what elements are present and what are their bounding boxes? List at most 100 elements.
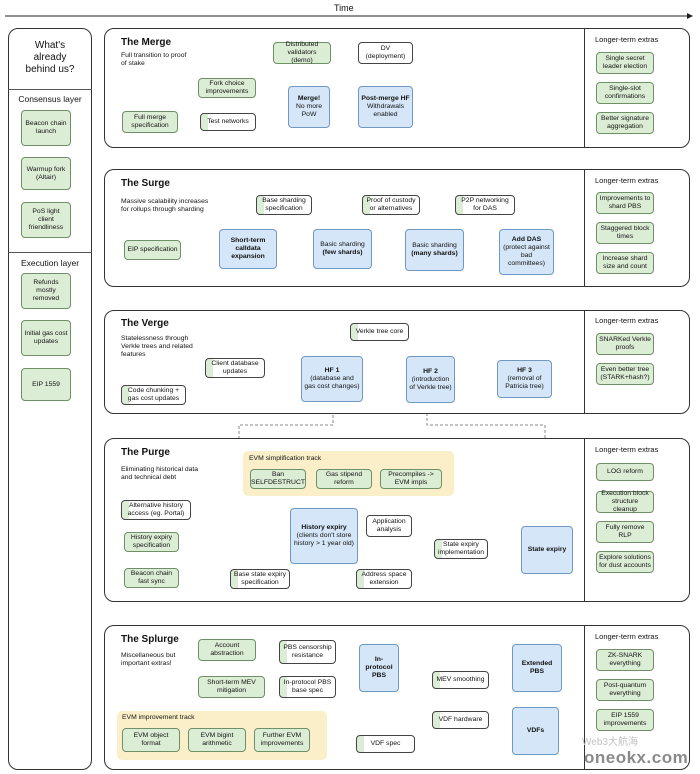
node-distributed-validators: Distributed validators (demo) — [273, 41, 331, 64]
node-beacon-fast-sync: Beacon chain fast sync — [124, 568, 179, 588]
node-basic-sharding-many: Basic sharding (many shards) — [405, 229, 464, 271]
node-application-analysis: Application analysis — [366, 515, 412, 537]
purge-extras-title: Longer-term extras — [595, 445, 659, 454]
merge-desc: Full transition to proof of stake — [121, 52, 187, 67]
node-eip-specification: EIP specification — [124, 240, 181, 260]
sidebar-divider — [8, 252, 92, 253]
node-add-das-title: Add DAS — [511, 236, 542, 243]
surge-extras-title: Longer-term extras — [595, 176, 659, 185]
purge-extras-divider — [584, 438, 585, 602]
node-history-expiry-title: History expiry — [301, 524, 347, 531]
verge-extras-title: Longer-term extras — [595, 316, 659, 325]
extra-snarked-verkle: SNARKed Verkle proofs — [596, 333, 654, 355]
watermark-channel: Web3大航海 — [582, 737, 638, 748]
merge-extras-title: Longer-term extras — [595, 35, 659, 44]
node-full-merge-spec: Full merge specification — [122, 111, 178, 133]
node-address-space-ext: Address space extension — [356, 569, 412, 589]
node-test-networks: Test networks — [200, 113, 256, 131]
node-verge-hf2: HF 2 (introduction of Verkle tree) — [406, 356, 455, 403]
sidebar-divider — [8, 89, 92, 90]
node-history-expiry: History expiry (clients don't store hist… — [290, 508, 358, 564]
sidebar-item-eip-1559: EIP 1559 — [21, 368, 71, 401]
merge-title: The Merge — [121, 37, 172, 48]
node-account-abstraction: Account abstraction — [198, 639, 256, 661]
node-vdf-hardware: VDF hardware — [432, 711, 489, 729]
extra-better-tree: Even better tree (STARK+hash?) — [596, 363, 654, 385]
extra-post-quantum: Post-quantum everything — [596, 679, 654, 701]
sidebar-title-line: What's — [34, 40, 66, 51]
purge-title: The Purge — [121, 447, 170, 458]
extra-staggered-block: Staggered block times — [596, 222, 654, 244]
splurge-extras-divider — [584, 625, 585, 770]
node-basic-sharding-label: Basic sharding — [412, 242, 457, 249]
node-state-expiry-label: State expiry — [527, 546, 567, 553]
sidebar-title-line: already — [33, 52, 67, 63]
extra-single-secret-leader: Single secret leader election — [596, 52, 654, 74]
sidebar-item-gas-cost: Initial gas cost updates — [21, 320, 71, 356]
node-short-term-calldata-label: Short-term calldata expansion — [230, 237, 266, 260]
node-hf3-sub: (removal of Patricia tree) — [505, 375, 544, 390]
node-in-protocol-pbs-label: In-protocol PBS — [365, 656, 393, 679]
node-vdf-spec: VDF spec — [356, 735, 415, 753]
node-state-expiry: State expiry — [521, 526, 573, 574]
extra-signature-aggregation: Better signature aggregation — [596, 112, 654, 134]
watermark: oneokx.com — [584, 748, 689, 767]
verge-title: The Verge — [121, 318, 169, 329]
track-evm-bigint: EVM bigint arithmetic — [188, 728, 246, 752]
extra-zk-snark: ZK-SNARK everything — [596, 649, 654, 671]
node-fork-choice: Fork choice improvements — [198, 78, 256, 98]
node-pbs-base-spec: In-protocol PBS base spec — [279, 676, 336, 698]
node-base-sharding-spec: Base sharding specification — [256, 195, 312, 215]
node-basic-sharding-few: Basic sharding (few shards) — [313, 229, 372, 269]
node-hf1-title: HF 1 — [324, 367, 340, 374]
node-base-state-expiry-spec: Base state expiry specification — [230, 569, 290, 589]
node-few-shards-label: (few shards) — [322, 249, 363, 256]
extra-remove-rlp: Fully remove RLP — [596, 521, 654, 543]
node-hf3-title: HF 3 — [517, 367, 532, 374]
node-many-shards-label: (many shards) — [411, 250, 458, 257]
sidebar-item-refunds: Refunds mostly removed — [21, 273, 71, 309]
node-verge-hf1: HF 1 (database and gas cost changes) — [301, 356, 363, 402]
purge-desc: Eliminating historical data and technica… — [121, 466, 199, 481]
node-extended-pbs: Extended PBS — [512, 644, 562, 692]
node-vdfs: VDFs — [512, 707, 559, 755]
extra-log-reform: LOG reform — [596, 463, 654, 481]
consensus-layer-header: Consensus layer — [18, 94, 82, 104]
merge-extras-divider — [584, 28, 585, 148]
node-add-das: Add DAS (protect against bad committees) — [499, 229, 554, 275]
node-alt-history-access: Alternative history access (eg. Portal) — [121, 500, 191, 520]
node-verkle-tree-core: Verkle tree core — [350, 323, 409, 341]
node-merge: Merge! No more PoW — [288, 86, 330, 128]
node-code-chunking: Code chunking + gas cost updates — [121, 385, 186, 405]
splurge-desc: Miscellaneous but important extras! — [121, 652, 176, 667]
node-p2p-das: P2P networking for DAS — [455, 195, 515, 215]
surge-extras-divider — [584, 169, 585, 287]
node-hf2-sub: (introduction of Verkle tree) — [409, 375, 452, 391]
node-state-expiry-impl: State expiry implementation — [434, 539, 488, 559]
surge-section — [104, 169, 690, 287]
time-label: Time — [334, 3, 354, 13]
node-in-protocol-pbs: In-protocol PBS — [359, 644, 399, 692]
verge-desc: Statelessness through Verkle trees and r… — [121, 335, 193, 358]
node-post-merge-hf: Post-merge HF Withdrawals enabled — [358, 86, 413, 128]
extra-shard-size: Increase shard size and count — [596, 252, 654, 274]
sidebar-item-altair: Warmup fork (Altair) — [21, 157, 71, 190]
sidebar-item-light-client: PoS light client friendliness — [21, 202, 71, 238]
sidebar-title: What's already behind us? — [8, 40, 92, 76]
node-short-term-mev: Short-term MEV mitigation — [198, 676, 265, 698]
node-extended-pbs-label: Extended PBS — [521, 660, 553, 675]
extra-exec-block-cleanup: Execution block structure cleanup — [596, 490, 654, 513]
node-client-database: Client database updates — [205, 358, 265, 378]
evm-improvement-track-label: EVM improvement track — [122, 714, 195, 721]
node-pbs-censorship: PBS censorship resistance — [279, 640, 336, 664]
node-vdfs-label: VDFs — [526, 727, 545, 734]
node-mev-smoothing: MEV smoothing — [432, 671, 489, 689]
node-dv-deployment: DV (deployment) — [358, 42, 413, 64]
track-ban-selfdestruct: Ban SELFDESTRUCT — [250, 469, 306, 489]
track-evm-object-format: EVM object format — [122, 728, 180, 752]
node-verge-hf3: HF 3 (removal of Patricia tree) — [497, 360, 552, 398]
evm-simplification-track-label: EVM simplification track — [249, 455, 322, 462]
track-precompiles: Precompiles -> EVM impls — [380, 469, 442, 489]
node-post-merge-sub: Withdrawals enabled — [366, 103, 404, 118]
execution-layer-header: Execution layer — [20, 258, 80, 268]
